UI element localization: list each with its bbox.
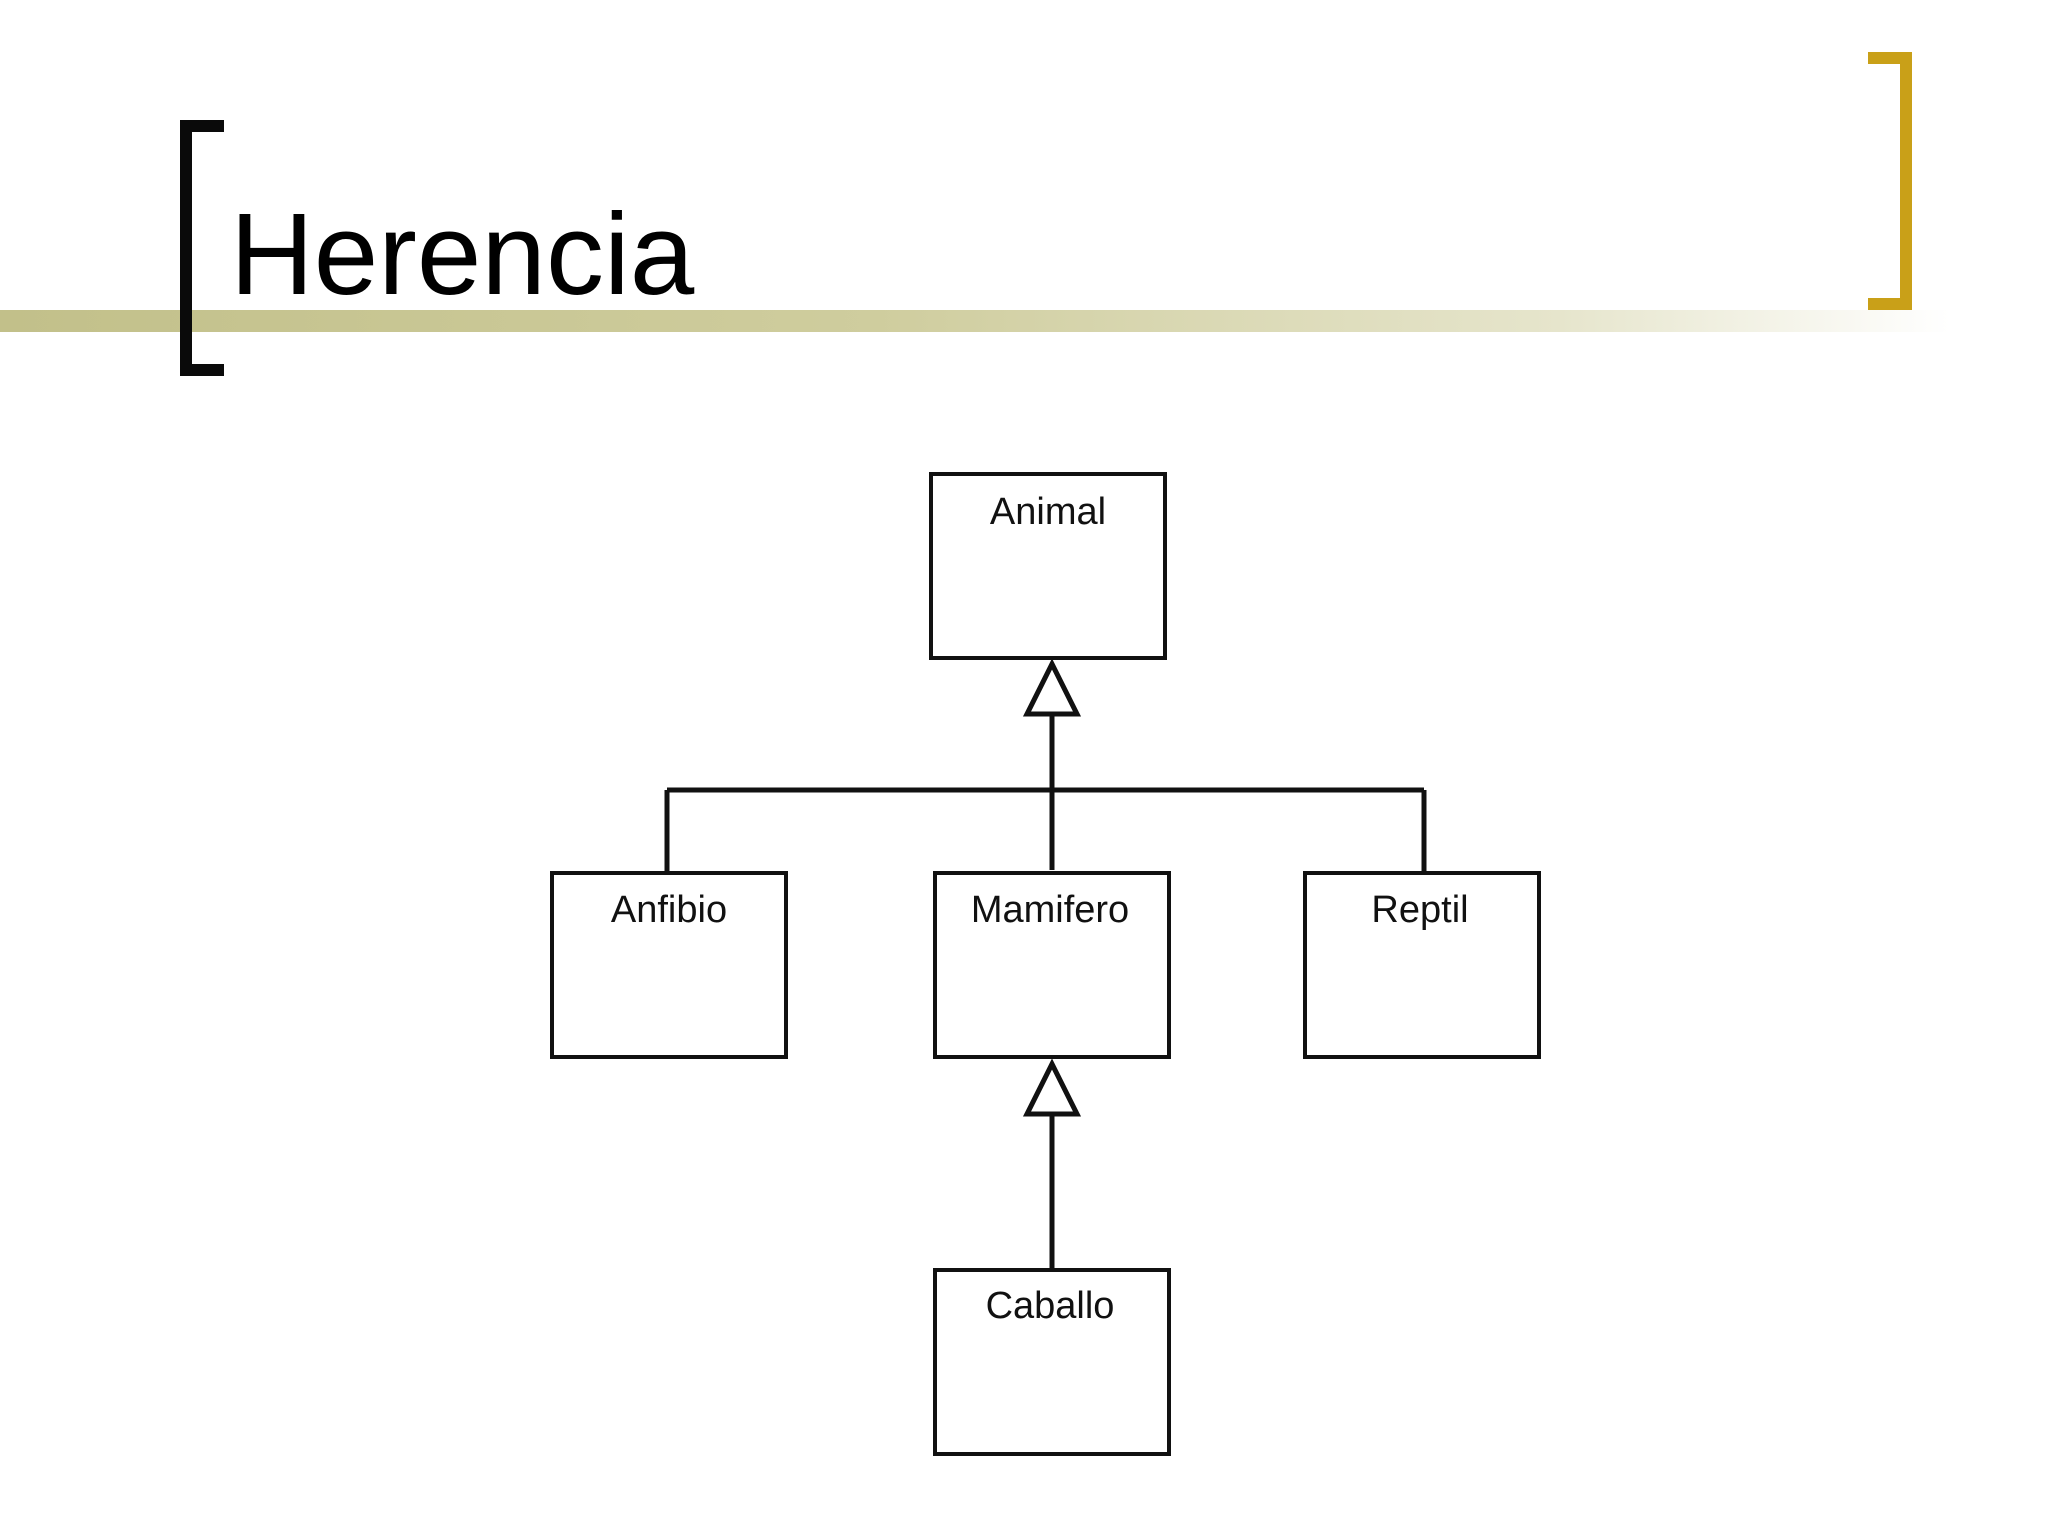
generalization-arrowhead-animal — [1022, 658, 1082, 717]
generalization-arrowhead-mamifero — [1022, 1058, 1082, 1117]
class-reptil: Reptil — [1303, 871, 1541, 1059]
left-bracket-icon — [180, 120, 224, 376]
class-box-mamifero — [933, 871, 1171, 1059]
class-anfibio: Anfibio — [550, 871, 788, 1059]
class-box-caballo — [933, 1268, 1171, 1456]
title-underline-rule — [0, 310, 1950, 332]
class-caballo: Caballo — [933, 1268, 1171, 1456]
class-label-mamifero: Mamifero — [971, 889, 1129, 931]
class-label-animal: Animal — [990, 491, 1106, 533]
connectors — [664, 712, 1427, 1270]
right-bracket-icon — [1868, 52, 1912, 310]
class-label-reptil: Reptil — [1371, 889, 1468, 931]
slide-title: Herencia — [230, 189, 695, 319]
class-box-reptil — [1303, 871, 1541, 1059]
class-mamifero: Mamifero — [933, 871, 1171, 1059]
class-box-animal — [929, 472, 1167, 660]
class-box-anfibio — [550, 871, 788, 1059]
class-label-caballo: Caballo — [986, 1285, 1115, 1327]
class-label-anfibio: Anfibio — [611, 889, 727, 931]
class-animal: Animal — [929, 472, 1167, 660]
